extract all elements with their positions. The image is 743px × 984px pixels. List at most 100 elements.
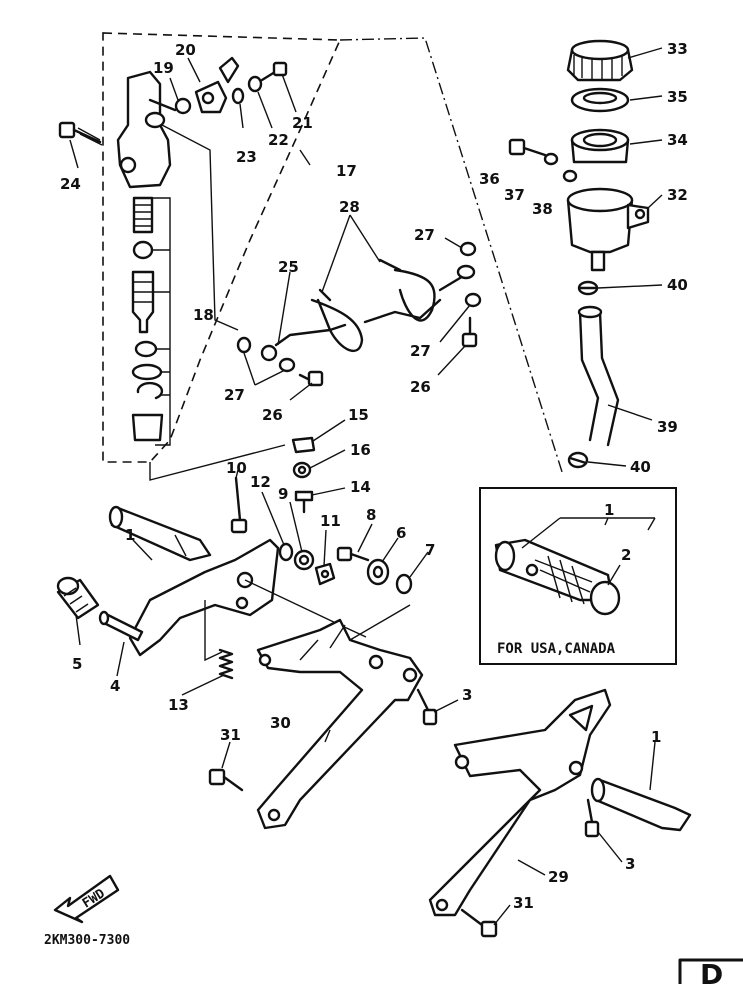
leader-27-right <box>439 304 471 343</box>
leader-5 <box>75 614 81 646</box>
callout-24: 24 <box>60 175 81 193</box>
leader-10 <box>235 469 239 479</box>
leader-23 <box>239 103 244 129</box>
washer-27-c <box>459 241 477 257</box>
brake-pedal-arm <box>128 538 280 657</box>
leader-9 <box>289 501 303 553</box>
leader-14 <box>311 487 346 496</box>
callout-27-right: 27 <box>410 342 431 360</box>
footrest-bracket-30 <box>256 618 424 830</box>
washer-27-a <box>236 336 252 354</box>
washer-37 <box>543 152 559 166</box>
callout-13: 13 <box>168 696 189 714</box>
leader-19 <box>169 77 179 101</box>
callout-19: 19 <box>153 59 174 77</box>
callout-15: 15 <box>348 406 369 424</box>
callout-23: 23 <box>236 148 257 166</box>
hose-39 <box>577 305 620 447</box>
spring-13 <box>204 600 234 680</box>
washer-23 <box>231 87 245 105</box>
leader-40-top <box>597 284 663 289</box>
washer-27-b <box>278 357 296 373</box>
callout-29: 29 <box>548 868 569 886</box>
callout-16: 16 <box>350 441 371 459</box>
diaphragm-34 <box>570 128 630 164</box>
leader-26-left <box>289 382 313 401</box>
leader-31-left <box>221 741 231 769</box>
leader-33 <box>627 47 663 59</box>
leader-11 <box>323 529 327 567</box>
callout-20: 20 <box>175 41 196 59</box>
bolt-21 <box>260 61 288 82</box>
bolt-31-right <box>460 908 498 938</box>
leader-group-bottom <box>149 444 286 481</box>
washer-38 <box>562 169 578 183</box>
callout-12: 12 <box>250 473 271 491</box>
callout-26-right: 26 <box>410 378 431 396</box>
nut-11 <box>314 562 336 586</box>
callout-30: 30 <box>270 714 291 732</box>
leader-15 <box>312 419 346 442</box>
callout-40-bottom: 40 <box>630 458 651 476</box>
collar-6 <box>366 558 390 586</box>
inset-footpeg <box>494 538 621 616</box>
leader-6 <box>381 537 399 563</box>
bolt-31-left <box>208 768 244 792</box>
leader-26-right <box>437 345 466 376</box>
callout-38: 38 <box>532 200 553 218</box>
grip-5 <box>56 576 100 620</box>
leader-3-left <box>433 699 459 713</box>
callout-17: 17 <box>336 162 357 180</box>
leader-4 <box>116 641 125 677</box>
master-cylinder-body <box>116 70 177 189</box>
clamp-40-bottom <box>567 451 589 469</box>
callout-9: 9 <box>278 485 288 503</box>
leader-35 <box>629 95 663 101</box>
clamp-40-top <box>577 280 599 296</box>
diaphragm-plate-35 <box>570 87 630 113</box>
bolt-26-a <box>298 370 324 387</box>
callout-31-left: 31 <box>220 726 241 744</box>
callout-27-top: 27 <box>414 226 435 244</box>
leader-22 <box>257 91 273 129</box>
leader-center-2 <box>349 604 411 641</box>
callout-5: 5 <box>72 655 82 673</box>
cap-15 <box>291 436 316 454</box>
callout-32: 32 <box>667 186 688 204</box>
callout-35: 35 <box>667 88 688 106</box>
leader-27-left <box>243 352 286 386</box>
clip-7 <box>395 573 413 595</box>
leader-40-bottom <box>587 461 627 467</box>
corner-badge-text: D <box>700 958 723 984</box>
leader-center <box>244 579 367 638</box>
leader-to-inset <box>339 37 564 476</box>
callout-8: 8 <box>366 506 376 524</box>
corner-badge: D <box>678 958 743 984</box>
callout-25: 25 <box>278 258 299 276</box>
washer-27-d <box>464 292 482 308</box>
leader-34 <box>629 139 663 145</box>
pivot-shaft-1 <box>108 505 212 562</box>
washer-12 <box>278 542 294 562</box>
callout-11: 11 <box>320 512 341 530</box>
leader-3-right <box>597 831 623 863</box>
callout-6: 6 <box>396 524 406 542</box>
callout-7: 7 <box>425 541 435 559</box>
inset-callout-2: 2 <box>621 546 631 564</box>
callout-40-top: 40 <box>667 276 688 294</box>
footrest-bracket-29 <box>428 688 612 917</box>
leader-pushrod <box>161 124 239 331</box>
callout-37: 37 <box>504 186 525 204</box>
callout-26-left: 26 <box>262 406 283 424</box>
leader-29 <box>517 859 546 876</box>
leader-1-left <box>132 539 153 561</box>
bolt-3-right <box>584 798 600 838</box>
leader-32 <box>647 194 663 209</box>
washer-22 <box>247 75 263 93</box>
leader-24 <box>69 139 79 169</box>
callout-21: 21 <box>292 114 313 132</box>
callout-1-right: 1 <box>651 728 661 746</box>
callout-28: 28 <box>339 198 360 216</box>
